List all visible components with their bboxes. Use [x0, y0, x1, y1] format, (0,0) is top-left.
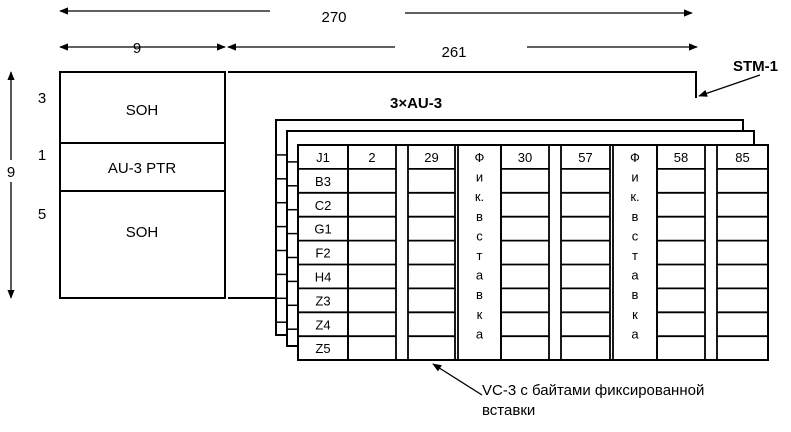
fixed-stuff-letter: в	[476, 209, 483, 224]
ptr-rows-label: 1	[38, 147, 46, 164]
fixed-stuff-letter: к	[632, 307, 638, 322]
fixed-stuff-letter: к	[477, 307, 483, 322]
fixed-stuff-letter: а	[476, 268, 484, 283]
total-width-label: 270	[321, 9, 346, 26]
payload-width-label: 261	[441, 44, 466, 61]
soh-bottom-rows-label: 5	[38, 206, 46, 223]
fixed-stuff-letter: в	[476, 287, 483, 302]
soh-top-label: SOH	[126, 102, 159, 119]
vc3-column-header: 2	[368, 150, 375, 165]
fixed-stuff-letter: с	[476, 228, 483, 243]
vc3-column-header: 85	[735, 150, 749, 165]
rows-total-label: 9	[7, 164, 15, 181]
vc3-column-header: 58	[674, 150, 688, 165]
fixed-stuff-letter: к.	[475, 189, 484, 204]
fixed-stuff-letter: и	[631, 170, 638, 185]
vc3-row-label: G1	[314, 222, 331, 237]
vc3-caption: VC-3 с байтами фиксированной вставки	[432, 363, 704, 419]
stm1-outline: STM-1 3×AU-3	[228, 58, 778, 299]
overhead-width-label: 9	[133, 40, 141, 57]
vc3-row-label: B3	[315, 174, 331, 189]
fixed-stuff-letter: а	[476, 326, 484, 341]
fixed-stuff-letter: Ф	[475, 150, 485, 165]
soh-top-rows-label: 3	[38, 90, 46, 107]
vc3-column-header: 30	[518, 150, 532, 165]
vc3-caption-line1: VC-3 с байтами фиксированной	[482, 382, 704, 399]
fixed-stuff-letter: к.	[630, 189, 639, 204]
column-width-dimensions: 9 261	[59, 40, 698, 61]
vc3-row-label: Z5	[315, 341, 330, 356]
au3-count-label: 3×AU-3	[390, 95, 442, 112]
vc3-row-label: H4	[315, 270, 332, 285]
vc3-row-label: F2	[315, 246, 330, 261]
total-width-dimension: 270	[59, 7, 693, 26]
vc3-row-label: Z4	[315, 317, 330, 332]
vc3-column-header: 57	[578, 150, 592, 165]
fixed-stuff-letter: а	[631, 326, 639, 341]
overhead-column: SOH AU-3 PTR SOH	[59, 71, 226, 299]
vc3-column-header: 29	[424, 150, 438, 165]
stm1-label: STM-1	[733, 58, 778, 75]
fixed-stuff-letter: в	[632, 209, 639, 224]
fixed-stuff-letter: т	[632, 248, 638, 263]
fixed-stuff-letter: а	[631, 268, 639, 283]
vc3-row-label: C2	[315, 198, 332, 213]
au3-ptr-label: AU-3 PTR	[108, 160, 177, 177]
vc3-row-label: J1	[316, 150, 330, 165]
fixed-stuff-letter: в	[632, 287, 639, 302]
fixed-stuff-letter: т	[477, 248, 483, 263]
rows-dimension: 9 3 1 5	[2, 71, 46, 299]
soh-bottom-label: SOH	[126, 224, 159, 241]
vc3-caption-line2: вставки	[482, 402, 535, 419]
fixed-stuff-letter: с	[632, 228, 639, 243]
vc3-row-label: Z3	[315, 293, 330, 308]
fixed-stuff-letter: Ф	[630, 150, 640, 165]
fixed-stuff-letter: и	[476, 170, 483, 185]
